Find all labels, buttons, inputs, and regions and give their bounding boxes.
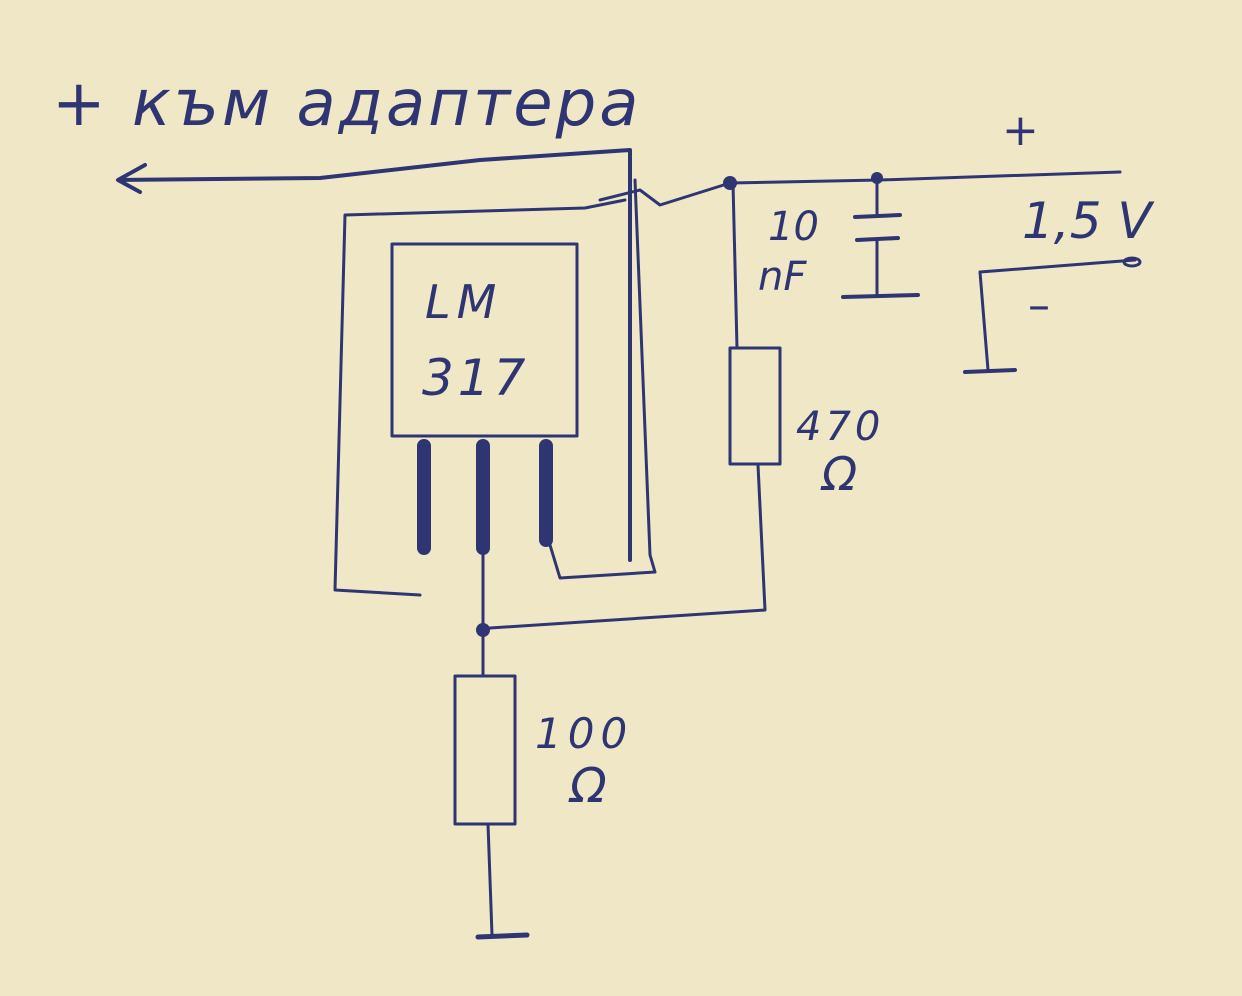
r1-unit-label: Ω [820,447,857,501]
left-pin-loop-wire [333,198,627,597]
minus-terminal-wire [978,258,1137,372]
r2-unit-label: Ω [568,758,607,814]
junction-dot-cap [871,172,883,184]
adapter-plus-label: + към адаптера [52,67,642,141]
output-plus-rail [598,170,1122,207]
lm317-chip-body [390,242,579,438]
junction-dot-top [723,176,737,190]
minus-ground-bar [963,368,1017,374]
cap-unit-label: nF [758,254,807,300]
r1-top-wire [731,181,739,350]
r2-bottom-wire [486,822,494,937]
r1-value-label: 470 [796,404,884,450]
chip-label-lm: LM [425,275,502,329]
feedback-wire [488,463,767,630]
junction-dot-adj [476,623,490,637]
cap-ground-bar [841,293,920,299]
cap-value-label: 10 [768,204,819,250]
resistor-470-body [728,346,782,466]
r2-value-label: 100 [535,709,633,758]
bottom-ground-bar [475,932,530,940]
right-pin-loop-wire [548,178,657,580]
resistor-100-body [453,674,517,826]
cap-plate-top [853,213,902,219]
voltage-label: 1,5 V [1022,192,1155,250]
minus-label: – [1028,280,1050,331]
chip-label-317: 317 [422,349,529,407]
top-plus-label: + [1002,105,1039,156]
input-wire [118,148,632,562]
input-arrow-head [116,163,147,194]
minus-terminal-tip [1122,256,1142,268]
